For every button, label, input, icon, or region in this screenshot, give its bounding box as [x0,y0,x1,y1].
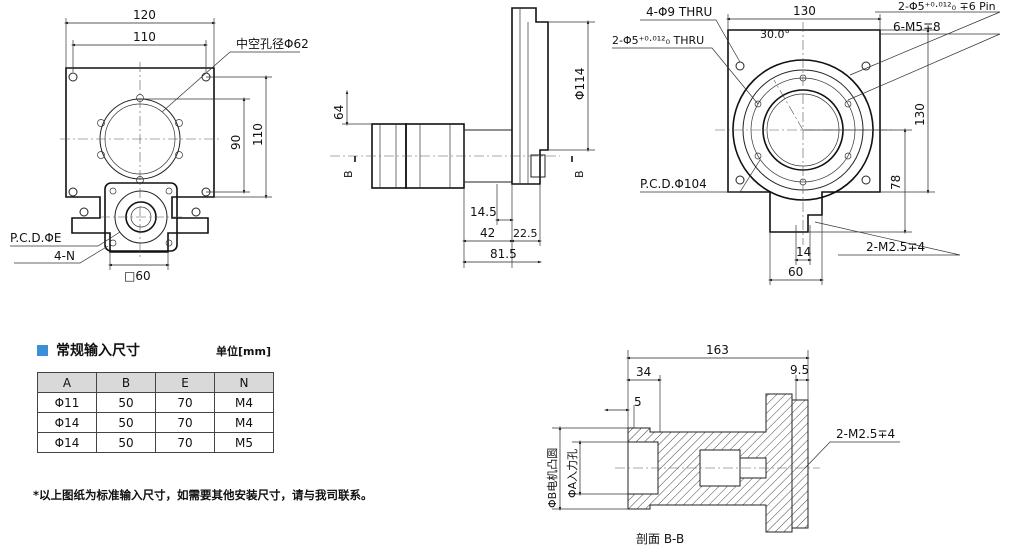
table-row: Φ14 50 70 M5 [37,432,274,453]
plate-corner-hole [735,175,745,185]
corner-hole [79,207,89,217]
header-cell: A [37,372,97,393]
plate-corner-hole [861,61,871,71]
dim-dia-114: Φ114 [573,68,587,100]
dim-height-90: 90 [229,135,243,150]
thru-2-label: 2-Φ5⁺⁰·⁰¹²₀ THRU [612,34,704,47]
header-cell: N [214,372,274,393]
dia-a-label: ΦA入力孔 [566,449,579,498]
pin-2-label: 2-Φ5⁺⁰·⁰¹²₀ ∓6 Pin [898,0,996,13]
table-cell: Φ14 [37,412,97,433]
side-view: 64 Φ114 14.5 42 22.5 81.5 B B [330,7,595,268]
spec-title-text: 常规输入尺寸 [56,343,140,359]
corner-hole [68,187,78,197]
dim-width-outer: 120 [133,8,156,22]
table-cell: 50 [96,412,156,433]
holes-n-label: 4-N [54,249,75,263]
corner-hole [68,72,78,82]
dim-height-130: 130 [913,103,927,126]
dim-height-110: 110 [251,123,265,146]
table-cell: Φ14 [37,432,97,453]
section-caption: 剖面 B-B [636,532,684,546]
m25-2-label: 2-M2.5∓4 [866,240,925,254]
header-cell: B [96,372,156,393]
table-cell: Φ11 [37,392,97,413]
dim-81-5: 81.5 [490,247,517,261]
table-cell: 50 [96,392,156,413]
corner-hole [191,207,201,217]
dim-22-5: 22.5 [513,227,538,240]
dim-5: 5 [634,395,642,409]
gearbox-plate [511,7,549,185]
dim-width-130: 130 [793,4,816,18]
table-header-row: A B E N [37,372,274,393]
table-cell: 70 [155,392,215,413]
dia-b-label: ΦB电机凸圆 [545,448,559,508]
front-view: 120 110 中空孔径Φ62 90 110 P.C.D.ΦE 4-N □60 [10,8,309,283]
pcd-e-label: P.C.D.ΦE [10,231,61,245]
unit-label: 单位[mm] [216,345,271,358]
table-cell: 70 [155,412,215,433]
dim-64: 64 [332,105,346,120]
square-60-label: □60 [124,269,151,283]
dim-34: 34 [636,365,651,379]
footnote: *以上图纸为标准输入尺寸，如需要其他安装尺寸，请与我司联系。 [33,488,373,502]
table-row: Φ14 50 70 M4 [37,412,274,433]
section-m25-label: 2-M2.5∓4 [836,427,895,441]
table-cell: M4 [214,412,274,433]
dim-60-label: 60 [788,265,803,279]
table-cell: M4 [214,392,274,413]
dim-9-5: 9.5 [790,363,809,377]
header-cell: E [155,372,215,393]
dim-14-label: 14 [796,245,811,259]
plate-corner-hole [861,175,871,185]
dim-42: 42 [480,226,495,240]
output-plate [727,29,881,233]
thru-4-label: 4-Φ9 THRU [646,5,712,19]
table-cell: 50 [96,432,156,453]
section-b-right: B [573,170,586,178]
dim-163: 163 [706,343,729,357]
table-row: Φ11 50 70 M4 [37,392,274,413]
right-view: 4-Φ9 THRU 130 2-Φ5⁺⁰·⁰¹²₀ ∓6 Pin 2-Φ5⁺⁰·… [612,0,1001,285]
dim-14-5: 14.5 [470,205,497,219]
spec-title: 常规输入尺寸 [37,340,140,360]
m5-6-label: 6-M5∓8 [893,20,941,34]
plate-corner-hole [735,61,745,71]
spec-table: A B E N Φ11 50 70 M4 Φ14 50 70 M4 Φ14 50… [37,372,274,453]
section-b-left: B [342,170,355,178]
section-view: 163 34 9.5 5 2-M2.5∓4 ΦB电机凸圆 ΦA入力孔 剖面 B-… [545,343,900,546]
title-square-icon [37,344,48,356]
hollow-hole-label: 中空孔径Φ62 [236,36,309,51]
table-cell: M5 [214,432,274,453]
pcd-104-label: P.C.D.Φ104 [640,177,707,191]
table-cell: 70 [155,432,215,453]
dim-height-78: 78 [889,175,903,190]
angle-30-label: 30.0° [760,28,790,41]
dim-width-inner: 110 [133,30,156,44]
